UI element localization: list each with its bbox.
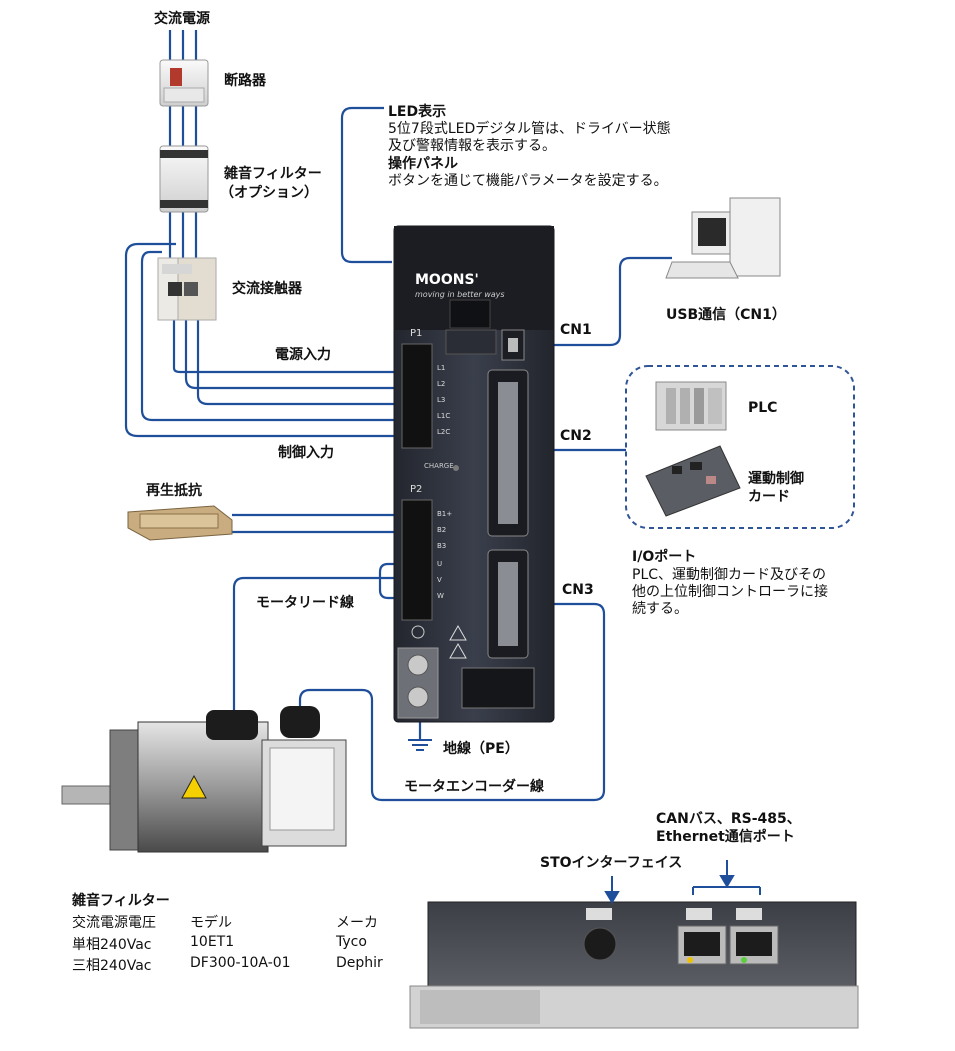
p2-label: P2 [410, 484, 423, 495]
terminal-label: B3 [437, 542, 447, 550]
table-cell: DF300-10A-01 [190, 955, 291, 971]
encoder-line-label: モータエンコーダー線 [404, 779, 544, 795]
table-cell: 単相240Vac [72, 937, 152, 953]
motion-card-image [645, 445, 741, 517]
led-title: LED表示 [388, 104, 447, 120]
usb-label: USB通信（CN1） [666, 307, 786, 323]
noise-filter-label: 雑音フィルター [224, 166, 322, 182]
terminal-label: V [437, 576, 442, 584]
io-desc-1: PLC、運動制御カード及びその [632, 567, 827, 583]
ground-symbol [408, 739, 432, 751]
bottom-arrows [604, 860, 761, 904]
cn2-label: CN2 [560, 428, 592, 444]
ground-label: 地線（PE） [443, 741, 519, 757]
can-label-2: Ethernet通信ポート [656, 829, 795, 845]
terminal-label: B2 [437, 526, 447, 534]
terminal-label: L1 [437, 364, 446, 372]
terminal-label: L1C [437, 412, 451, 420]
regen-resistor-label: 再生抵抗 [146, 483, 202, 499]
breaker-label: 断路器 [224, 73, 266, 89]
regen-resistor-image [127, 505, 233, 541]
power-wires [124, 30, 672, 802]
terminal-label: B1+ [437, 510, 453, 518]
sto-label: STOインターフェイス [540, 855, 683, 871]
contactor-image [157, 257, 217, 321]
plc-label: PLC [748, 400, 778, 416]
can-label-1: CANバス、RS-485、 [656, 811, 801, 827]
panel-desc: ボタンを通じて機能パラメータを設定する。 [388, 173, 668, 189]
charge-label: CHARGE [424, 462, 454, 470]
motion-card-label-2: カード [748, 489, 790, 505]
terminal-label: W [437, 592, 444, 600]
p1-label: P1 [410, 328, 423, 339]
table-cell: Dephir [336, 955, 383, 971]
filter-table-title: 雑音フィルター [72, 893, 170, 909]
table-header: メーカ [336, 915, 378, 931]
noise-filter-optional-label: （オプション） [220, 185, 318, 201]
brand-tagline: moving in better ways [415, 290, 505, 299]
noise-filter-image [159, 145, 209, 213]
table-cell: Tyco [336, 934, 367, 950]
terminal-label: L2C [437, 428, 451, 436]
table-header: 交流電源電圧 [72, 915, 156, 931]
contactor-label: 交流接触器 [232, 281, 302, 297]
drive-bottom-image [409, 901, 859, 1029]
motor-lead-label: モータリード線 [256, 595, 354, 611]
motion-card-label-1: 運動制御 [748, 471, 804, 487]
table-cell: 10ET1 [190, 934, 235, 950]
cn1-label: CN1 [560, 322, 592, 338]
plc-image [655, 381, 727, 431]
led-desc-1: 5位7段式LEDデジタル管は、ドライバー状態 [388, 121, 671, 137]
terminal-label: L2 [437, 380, 446, 388]
panel-title: 操作パネル [388, 156, 458, 172]
servo-drive-image [393, 225, 555, 723]
io-desc-3: 続する。 [632, 601, 688, 617]
servo-motor-image [61, 706, 347, 853]
led-desc-2: 及び警報情報を表示する。 [388, 138, 556, 154]
table-cell: 三相240Vac [72, 958, 152, 974]
table-header: モデル [190, 915, 232, 931]
ac-supply-label: 交流電源 [154, 11, 210, 27]
breaker-image [159, 59, 209, 107]
brand-logo: MOONS' [415, 272, 479, 288]
io-title: I/Oポート [632, 549, 697, 565]
cn3-label: CN3 [562, 582, 594, 598]
io-desc-2: 他の上位制御コントローラに接 [632, 584, 828, 600]
io-devices-box [625, 365, 855, 529]
terminal-label: U [437, 560, 443, 568]
control-input-label: 制御入力 [278, 445, 334, 461]
pc-image [665, 197, 781, 279]
terminal-label: L3 [437, 396, 446, 404]
power-input-label: 電源入力 [275, 347, 331, 363]
